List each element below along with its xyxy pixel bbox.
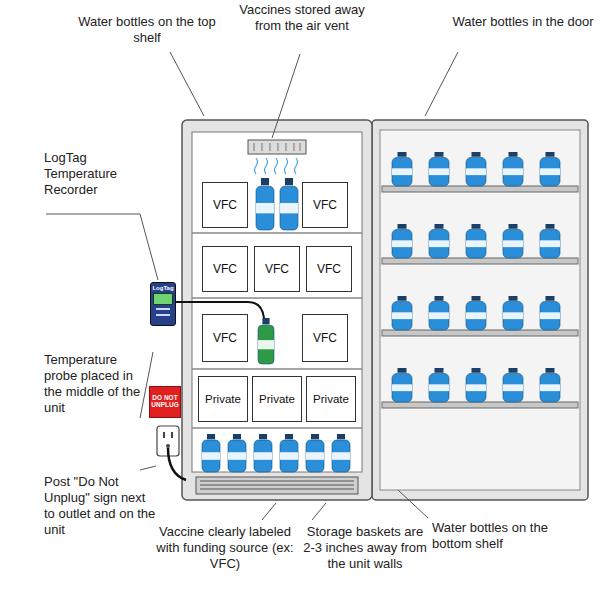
- vaccine-box: VFC: [202, 182, 248, 228]
- bottle: [540, 368, 560, 402]
- funding-label: Private: [313, 393, 349, 405]
- bottle: [429, 152, 449, 186]
- bottle: [280, 178, 298, 230]
- device-brand: LogTag: [151, 285, 175, 291]
- bottle: [392, 368, 412, 402]
- bottle: [254, 434, 272, 472]
- vaccine-box: Private: [198, 376, 248, 422]
- bottle: [258, 318, 274, 364]
- bottle: [256, 178, 274, 230]
- bottle: [540, 224, 560, 258]
- do-not-unplug-sign: DO NOT UNPLUG: [149, 386, 181, 418]
- funding-label: VFC: [265, 263, 289, 276]
- callout-label: Water bottles in the door: [448, 14, 598, 30]
- vaccine-box: VFC: [302, 314, 348, 362]
- bottle: [306, 434, 324, 472]
- bottle: [429, 368, 449, 402]
- vaccine-box: VFC: [306, 246, 352, 292]
- bottle: [280, 434, 298, 472]
- bottle: [429, 296, 449, 330]
- callout-label: Vaccine clearly labeled with funding sou…: [150, 524, 300, 572]
- callout-label: Water bottles on the top shelf: [72, 14, 222, 46]
- callout-label: LogTag Temperature Recorder: [44, 150, 154, 198]
- device-screen: [153, 293, 173, 305]
- callout-label: Temperature probe placed in the middle o…: [44, 352, 148, 416]
- callout-label: Vaccines stored away from the air vent: [232, 2, 372, 34]
- bottle: [540, 152, 560, 186]
- bottle: [503, 152, 523, 186]
- bottle: [392, 296, 412, 330]
- funding-label: VFC: [313, 199, 337, 212]
- vaccine-box: Private: [252, 376, 302, 422]
- bottle: [503, 296, 523, 330]
- funding-label: VFC: [213, 199, 237, 212]
- vaccine-box: Private: [306, 376, 356, 422]
- sign-text: DO NOT UNPLUG: [150, 395, 180, 409]
- callout-label: Water bottles on the bottom shelf: [432, 520, 572, 552]
- bottle: [466, 152, 486, 186]
- bottle: [503, 224, 523, 258]
- funding-label: Private: [259, 393, 295, 405]
- bottle: [466, 296, 486, 330]
- callout-label: Storage baskets are 2-3 inches away from…: [300, 524, 430, 572]
- bottle: [228, 434, 246, 472]
- funding-label: VFC: [213, 332, 237, 345]
- bottle: [429, 224, 449, 258]
- funding-label: VFC: [213, 263, 237, 276]
- bottle: [202, 434, 220, 472]
- callout-label: Post "Do Not Unplug" sign next to outlet…: [44, 474, 156, 538]
- vaccine-box: VFC: [254, 246, 300, 292]
- vaccine-box: VFC: [202, 246, 248, 292]
- bottle: [540, 296, 560, 330]
- vaccine-box: VFC: [302, 182, 348, 228]
- device-buttons: [156, 308, 170, 316]
- bottle: [503, 368, 523, 402]
- vaccine-box: VFC: [202, 314, 248, 362]
- funding-label: VFC: [313, 332, 337, 345]
- bottle: [332, 434, 350, 472]
- bottle: [392, 152, 412, 186]
- funding-label: Private: [205, 393, 241, 405]
- bottle: [392, 224, 412, 258]
- bottle: [466, 368, 486, 402]
- bottle: [466, 224, 486, 258]
- logtag-recorder: LogTag: [150, 282, 176, 326]
- funding-label: VFC: [317, 263, 341, 276]
